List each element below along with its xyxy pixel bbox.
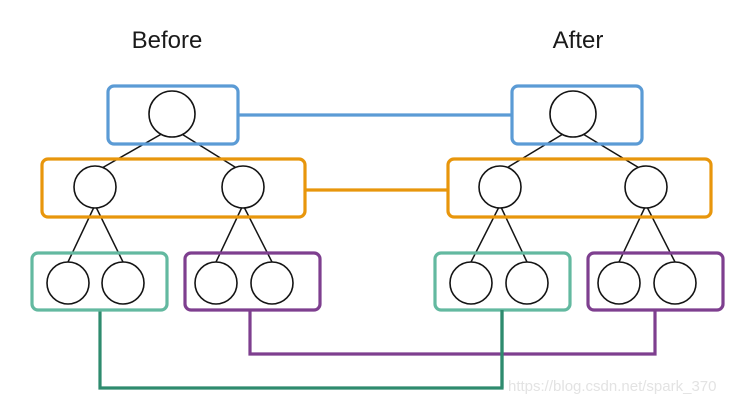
node-leaf-3-after[interactable] [597, 261, 641, 305]
purple-connector[interactable] [248, 310, 657, 356]
group-box-blue-root-after[interactable] [510, 84, 644, 146]
title-after: After [553, 27, 604, 54]
node-mid-right-before[interactable] [221, 165, 265, 209]
node-leaf-2-before[interactable] [101, 261, 145, 305]
node-leaf-4-before[interactable] [250, 261, 294, 305]
tree-before [30, 84, 322, 312]
green-connector[interactable] [98, 310, 504, 390]
group-box-orange-mid-before[interactable] [40, 157, 307, 219]
node-leaf-3-before[interactable] [194, 261, 238, 305]
group-box-purple-leaf-after[interactable] [586, 251, 725, 312]
node-mid-left-before[interactable] [73, 165, 117, 209]
node-mid-right-after[interactable] [624, 165, 668, 209]
edge-root-left [94, 127, 173, 173]
node-leaf-1-after[interactable] [449, 261, 493, 305]
group-box-blue-root-before[interactable] [106, 84, 240, 146]
node-mid-left-after[interactable] [478, 165, 522, 209]
edge-root-right-after [572, 127, 647, 173]
tree-after [433, 84, 725, 312]
node-root-after[interactable] [549, 90, 597, 138]
node-leaf-1-before[interactable] [46, 261, 90, 305]
edge-root-right [171, 127, 244, 173]
title-before: Before [132, 27, 203, 54]
node-leaf-4-after[interactable] [653, 261, 697, 305]
edge-root-left-after [499, 127, 574, 173]
watermark-text: https://blog.csdn.net/spark_370 [508, 378, 716, 395]
node-root-before[interactable] [148, 90, 196, 138]
group-box-purple-leaf-before[interactable] [183, 251, 322, 312]
group-box-orange-mid-after[interactable] [446, 157, 713, 219]
node-leaf-2-after[interactable] [505, 261, 549, 305]
group-box-green-leaf-before[interactable] [30, 251, 169, 312]
